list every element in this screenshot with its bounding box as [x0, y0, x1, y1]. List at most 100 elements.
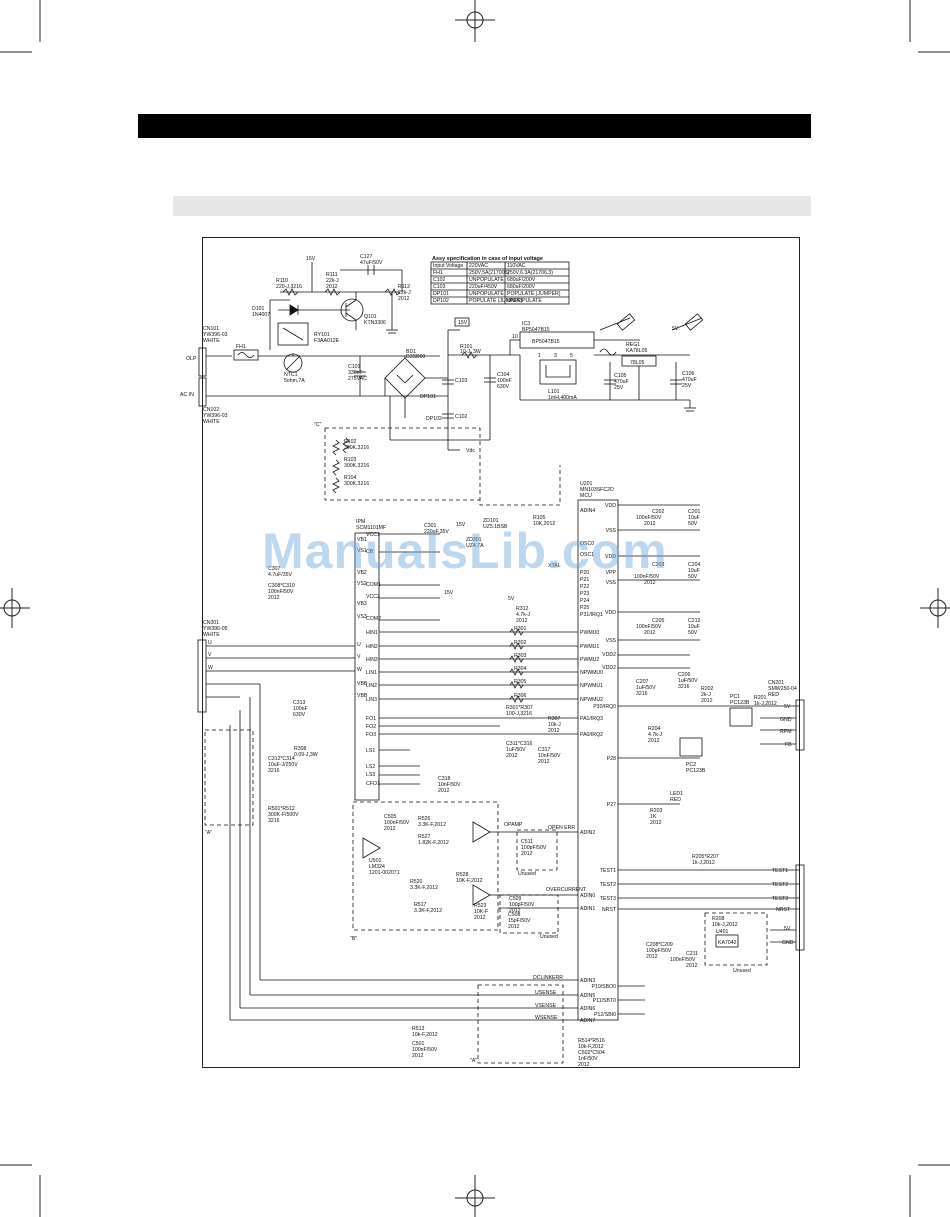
r527-ref: R527: [418, 834, 431, 840]
mcu-pin-right: TEST3: [600, 896, 616, 902]
c509-size: 2012: [509, 908, 521, 914]
zd301-part: UZ4.7A: [466, 543, 484, 549]
ntc-value: 5ohm,7A: [284, 378, 305, 384]
ipm-pin-right: FO2: [366, 724, 376, 730]
mcu-pin-right: VDD: [605, 610, 616, 616]
title-bar: [138, 114, 811, 138]
mcu-pin-left: ADIN3: [580, 978, 595, 984]
ipm-pin-right: HIN2: [366, 644, 378, 650]
r514-value: 10k-F,2012: [578, 1044, 604, 1050]
c127-value: 47uF/50V: [360, 260, 383, 266]
unused-mid-1: Unused: [518, 871, 536, 877]
c104-rating: 630V: [497, 384, 510, 390]
ipm-pin-right: CFO1: [366, 781, 380, 787]
r501-ref: R501*R512: [268, 806, 295, 812]
mcu-pin-right: VDD2: [602, 652, 616, 658]
ipm-ref: IPM: [356, 519, 365, 525]
c203-size: 2012: [644, 580, 656, 586]
mcu-pin-right: TEST1: [600, 868, 616, 874]
mcu-pin-right: VDD: [605, 503, 616, 509]
r305-ref: R305: [514, 679, 527, 685]
mcu-pin-left: PA1/IRQ3: [580, 716, 603, 722]
sense-dclink: DCLINKERR: [533, 975, 563, 981]
mcu-pin-right: P28: [607, 756, 616, 762]
r204-value: 4.7k-J: [648, 732, 663, 738]
dp101-label: DP101: [420, 394, 436, 400]
mcu-pin-right: VDD: [605, 554, 616, 560]
c207-ref: C207: [636, 679, 649, 685]
led1-color: RED: [670, 797, 681, 803]
mcu-pin-right: P27: [607, 802, 616, 808]
c208-value: 100pF/50V: [646, 948, 672, 954]
r301-ref: R301: [514, 626, 527, 632]
cn201-color: RED: [768, 692, 779, 698]
r308-ref: R308: [294, 746, 307, 752]
c207-value: 1uF/50V: [636, 685, 656, 691]
ac-in-label: AC IN: [180, 392, 194, 398]
test1-pin: TEST1: [772, 868, 788, 874]
overcurrent-tag: OVERCURRENT: [546, 887, 587, 893]
reg1-body: 78L05: [630, 360, 645, 366]
dp102-label: DP102: [426, 416, 442, 422]
c502-ref: C502*C504: [578, 1050, 605, 1056]
ipm-pin-left: VBB: [357, 693, 368, 699]
c208-size: 2012: [646, 954, 658, 960]
mcu-pin-right: VPP: [606, 570, 617, 576]
mcu-pin-right: P11/SBT0: [593, 998, 616, 1004]
c312-ref: C312*C314: [268, 756, 295, 762]
c509-ref: C509: [509, 896, 522, 902]
zd301-ref: ZD301: [466, 537, 482, 543]
spec-cell: 250V,5A(217005): [469, 270, 509, 276]
r105-value: 10K,2012: [533, 521, 555, 527]
ipm-pin-left: V: [357, 654, 361, 660]
unused-mid-2: Unused: [540, 934, 558, 940]
c511-value: 100pF/50V: [521, 845, 547, 851]
r301-307-value: 100-J,3216: [506, 711, 532, 717]
c317-size: 2012: [538, 759, 550, 765]
c104-value: 100nF: [497, 378, 512, 384]
r513-ref: R513: [412, 1026, 425, 1032]
mcu-pin-left: ADIN2: [580, 830, 595, 836]
ic3-part: BP5047B15: [522, 327, 550, 333]
mcu-pin-left: PWMU2: [580, 657, 599, 663]
d101-ref: D101: [252, 306, 265, 312]
cn201-pin-rpm: RPM: [780, 729, 792, 735]
schematic-frame: [202, 237, 800, 1068]
ipm-pin-right: VCC2: [366, 594, 380, 600]
r105-ref: R105: [533, 515, 546, 521]
ipm-pin-right: LS1: [366, 748, 375, 754]
c301-ref: C301: [424, 523, 437, 529]
c505-ref: C505: [384, 814, 397, 820]
mcu-pin-right: VDD2: [602, 665, 616, 671]
c508-size: 2012: [508, 924, 520, 930]
pc1-part: PC123B: [730, 700, 750, 706]
c206-size: 3216: [678, 684, 690, 690]
ipm-pin-right: FO1: [366, 716, 376, 722]
r528-ref: R528: [456, 872, 469, 878]
cn101-color: WHITE: [203, 338, 220, 344]
ipm-pin-right: LIN2: [366, 683, 377, 689]
u401-part: KA7042: [718, 940, 737, 946]
c204-value: 10uF: [688, 568, 700, 574]
c201-rating: 50V: [688, 521, 698, 527]
spec-cell: Input Voltage: [433, 263, 463, 269]
cn201-pin-fb: FB: [785, 742, 792, 748]
c127-ref: C127: [360, 254, 373, 260]
r201-ref: R201: [754, 695, 767, 701]
c501-ref: C501: [412, 1041, 425, 1047]
ic3-pin-1: 1: [538, 353, 541, 359]
cn201-ref: CN201: [768, 680, 784, 686]
r111-value: 22k-J: [326, 278, 339, 284]
ipm-pin-right: HIN3: [366, 657, 378, 663]
c308-value: 100nF/50V: [268, 589, 294, 595]
mcu-pin-left: P23: [580, 591, 589, 597]
mcu-part: MN103SFC2D: [580, 487, 614, 493]
r103-ref: R103: [344, 457, 357, 463]
r523-size: 2012: [474, 915, 486, 921]
u401-ref: U401: [716, 929, 729, 935]
r520-value: 3.3K-F,2012: [410, 885, 438, 891]
manualslib-watermark: ManualsLib.com: [262, 523, 668, 579]
c317-ref: C317: [538, 747, 551, 753]
